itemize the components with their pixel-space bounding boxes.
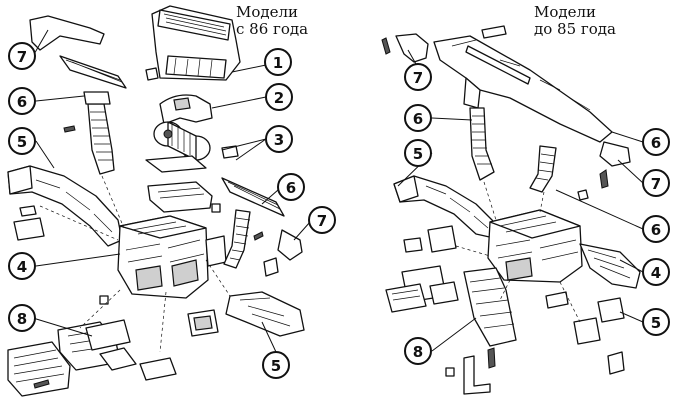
screw-a — [63, 125, 76, 133]
motor-cover — [159, 94, 213, 125]
blower-fan — [153, 121, 239, 161]
callout-right-4: 4 — [642, 258, 670, 286]
air-intake-housing — [151, 5, 241, 81]
align-lines-right — [455, 181, 581, 323]
screw-b — [33, 379, 50, 389]
clip-a — [99, 295, 109, 305]
svg-text:2: 2 — [274, 89, 284, 107]
vent-small-b — [19, 205, 37, 217]
svg-text:7: 7 — [317, 212, 327, 230]
align-lines-left — [39, 175, 231, 353]
floor-duct-right — [393, 175, 497, 239]
clip-c — [145, 67, 159, 81]
vent-box-b — [403, 237, 423, 253]
side-duct-right-top — [395, 33, 429, 63]
callout-left-7b: 7 — [308, 206, 336, 234]
callout-left-6b: 6 — [277, 173, 305, 201]
callout-right-6c: 6 — [642, 215, 670, 243]
caption-right-line2: до 85 года — [534, 20, 616, 38]
floor-duct-left — [7, 165, 123, 247]
svg-text:5: 5 — [271, 357, 281, 375]
callout-right-8: 8 — [404, 337, 432, 365]
heater-unit-right — [487, 209, 641, 289]
callout-left-5a: 5 — [8, 127, 36, 155]
svg-text:6: 6 — [413, 110, 423, 128]
svg-text:6: 6 — [17, 93, 27, 111]
bracket-a — [545, 291, 569, 309]
callout-left-2: 2 — [265, 83, 293, 111]
callout-left-8: 8 — [8, 304, 36, 332]
caption-left-line1: Модели — [236, 3, 299, 21]
bracket-b — [607, 351, 625, 375]
callout-right-7b: 7 — [642, 169, 670, 197]
resistor-block — [147, 181, 213, 213]
svg-text:4: 4 — [651, 264, 661, 282]
svg-text:6: 6 — [286, 179, 296, 197]
vent-small-a — [13, 217, 45, 241]
side-duct-top — [29, 15, 105, 51]
leaders-left — [32, 29, 311, 353]
callouts-right: 7 6 5 6 7 6 4 5 8 — [404, 63, 670, 365]
svg-text:8: 8 — [17, 310, 27, 328]
screw-c — [253, 231, 264, 241]
bolt-a — [487, 347, 496, 369]
caption-left-line2: с 86 года — [236, 20, 309, 38]
callout-left-4: 4 — [8, 252, 36, 280]
svg-text:6: 6 — [651, 134, 661, 152]
nut-a — [577, 189, 589, 201]
vent-box-d — [597, 297, 625, 323]
left-assembly — [7, 5, 311, 397]
callout-left-6a: 6 — [8, 87, 36, 115]
callouts-left: 7 1 6 2 3 5 6 7 4 8 5 — [8, 42, 336, 379]
svg-text:3: 3 — [274, 131, 284, 149]
mount-bracket — [463, 355, 491, 395]
svg-text:5: 5 — [17, 133, 27, 151]
svg-text:6: 6 — [651, 221, 661, 239]
leaders-right — [397, 49, 644, 352]
side-duct-right-mid — [599, 141, 631, 167]
vent-box-a — [427, 225, 457, 253]
clip-bracket — [263, 257, 279, 277]
face-vents-left — [7, 319, 177, 397]
callout-left-7a: 7 — [8, 42, 36, 70]
speaker-grille — [481, 25, 507, 39]
defroster-duct-right — [221, 177, 285, 269]
svg-text:1: 1 — [273, 54, 283, 72]
svg-text:5: 5 — [413, 145, 423, 163]
clip-b — [211, 203, 221, 213]
vent-box-c — [573, 317, 601, 345]
svg-text:7: 7 — [17, 48, 27, 66]
right-assembly — [381, 25, 644, 395]
screw-d — [381, 37, 391, 55]
callout-right-6b: 6 — [642, 128, 670, 156]
callout-left-1: 1 — [264, 48, 292, 76]
resistor-ribs — [157, 187, 205, 199]
caption-right-line1: Модели — [534, 3, 597, 21]
svg-text:7: 7 — [413, 69, 423, 87]
callout-right-6a: 6 — [404, 104, 432, 132]
heater-unit-left — [117, 215, 227, 299]
callout-right-5b: 5 — [642, 308, 670, 336]
callout-left-3: 3 — [265, 125, 293, 153]
defroster-duct-left — [59, 55, 127, 175]
filter-frame — [145, 155, 207, 173]
callout-right-5: 5 — [404, 139, 432, 167]
defroster-hose-right — [469, 107, 557, 193]
floor-duct-bottom — [187, 291, 305, 337]
face-vents-right — [385, 265, 517, 347]
defroster-manifold — [433, 35, 613, 143]
svg-text:8: 8 — [413, 343, 423, 361]
callout-right-7a: 7 — [404, 63, 432, 91]
side-duct-right — [277, 229, 303, 261]
nut-b — [445, 367, 455, 377]
svg-text:5: 5 — [651, 314, 661, 332]
callout-left-5b: 5 — [262, 351, 290, 379]
screw-e — [599, 169, 609, 189]
svg-text:4: 4 — [17, 258, 27, 276]
svg-text:7: 7 — [651, 175, 661, 193]
